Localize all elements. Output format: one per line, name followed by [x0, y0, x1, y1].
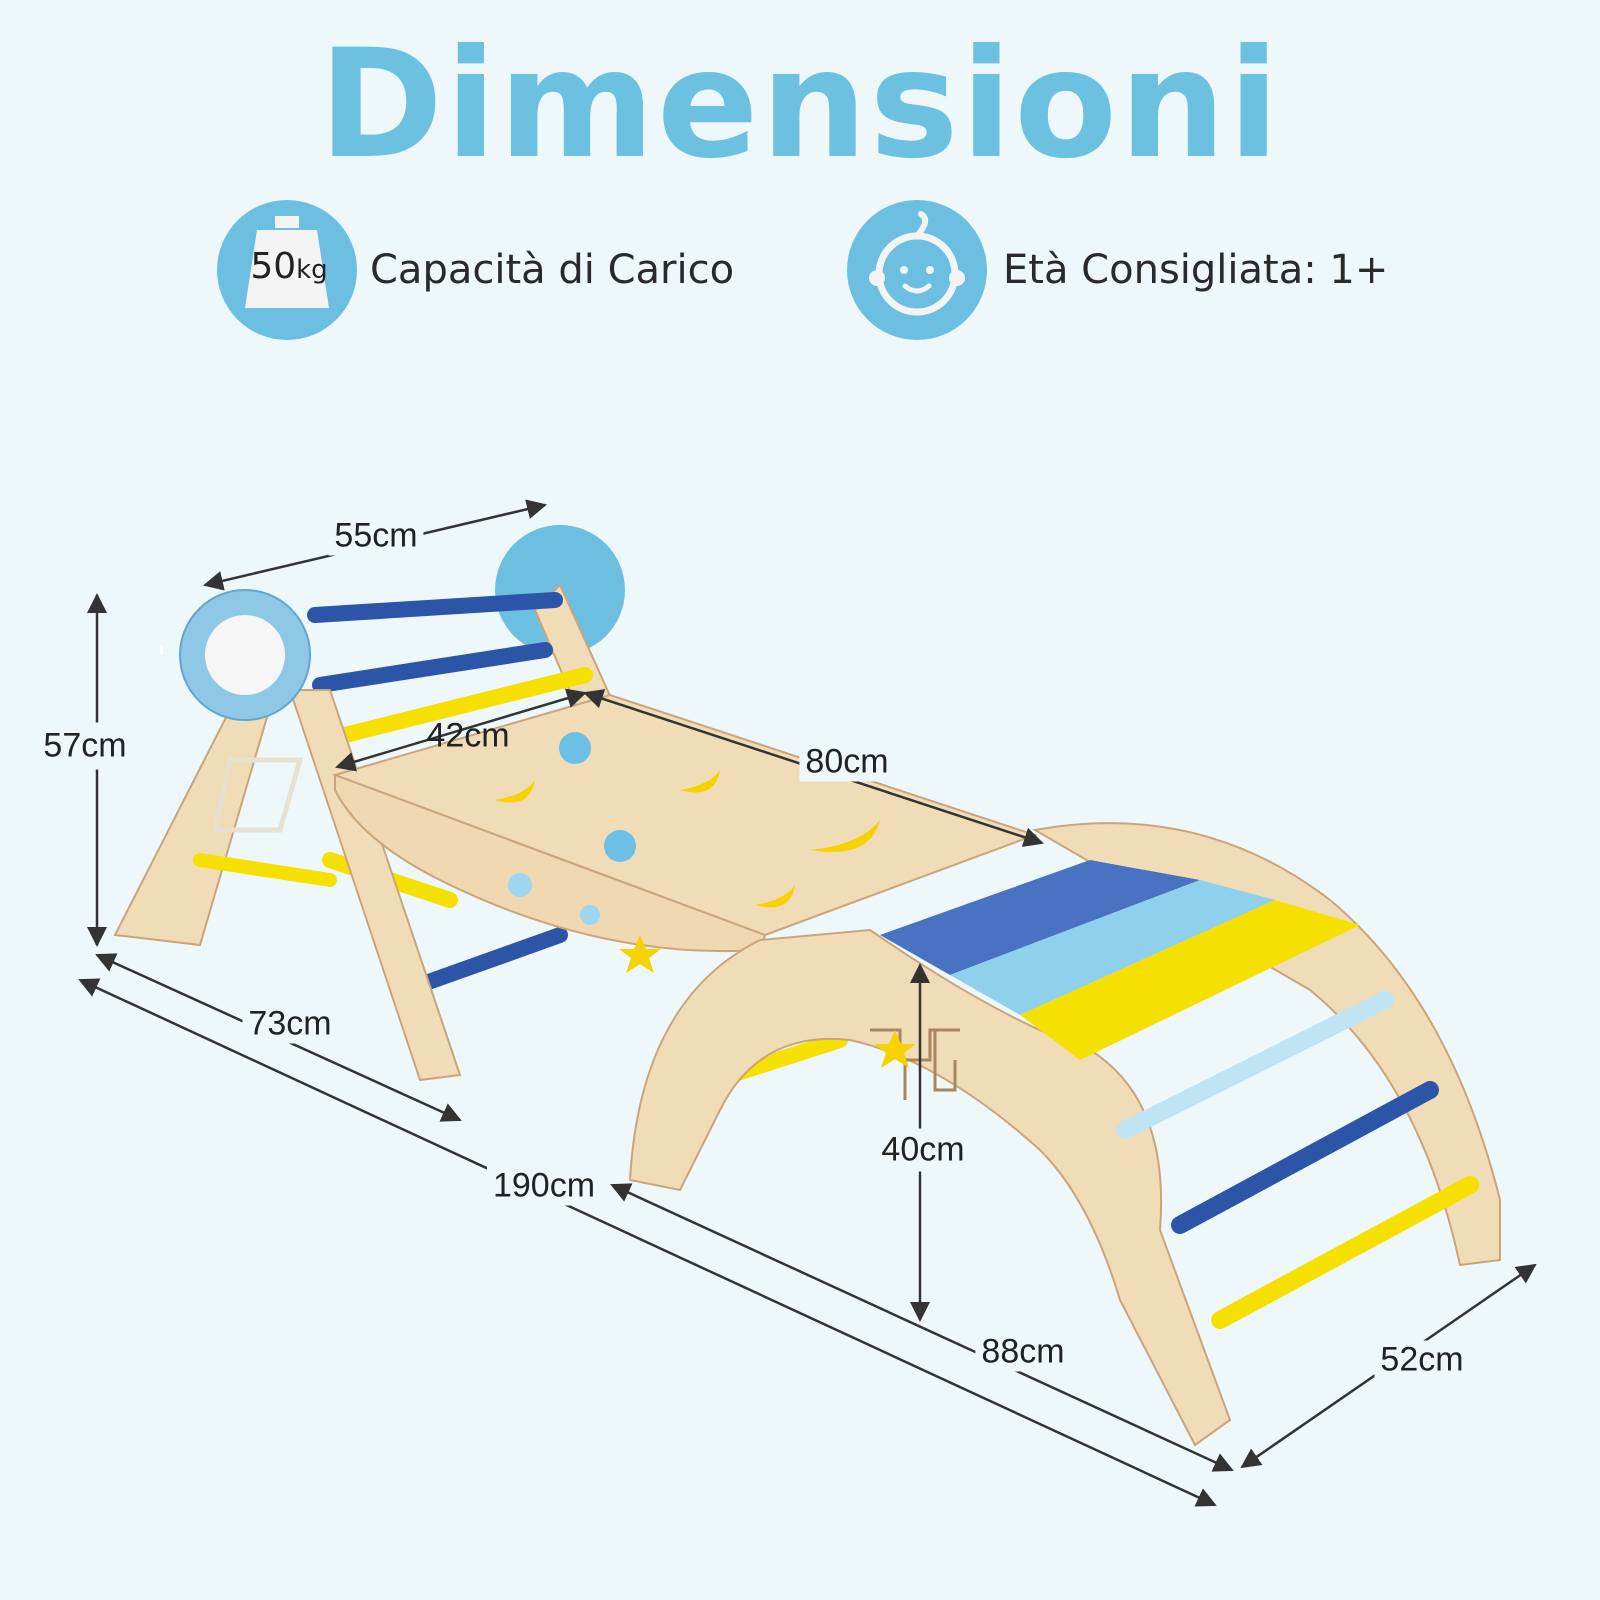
weight-badge: 50kg — [217, 200, 357, 340]
dim-arch-height: 40cm — [877, 1128, 969, 1172]
dim-inner-width: 42cm — [426, 716, 510, 755]
weight-value: 50kg — [250, 246, 328, 287]
dim-height-triangle: 57cm — [41, 722, 129, 770]
page-title: Dimensioni — [318, 18, 1282, 192]
dim-arch-width: 52cm — [1374, 1340, 1470, 1380]
dim-arch-length: 88cm — [975, 1332, 1071, 1372]
capacity-label: Capacità di Carico — [370, 247, 735, 293]
age-badge — [847, 200, 987, 340]
dim-line-42 — [335, 688, 587, 772]
dim-line-88 — [610, 1183, 1234, 1472]
dim-ramp-length: 80cm — [799, 742, 895, 782]
baby-face-icon — [869, 211, 965, 316]
age-label: Età Consigliata: 1+ — [1003, 247, 1389, 293]
weight-icon — [245, 216, 329, 308]
dim-width-top: 55cm — [328, 516, 424, 556]
dim-total-length: 190cm — [486, 1166, 602, 1206]
dim-triangle-depth: 73cm — [242, 1004, 338, 1044]
